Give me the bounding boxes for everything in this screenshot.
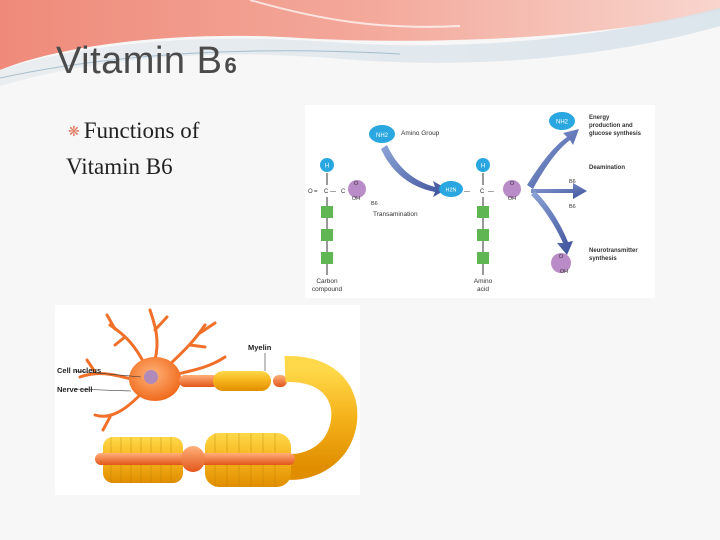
svg-text:glucose synthesis: glucose synthesis [589,131,642,137]
h2n-badge [439,181,463,197]
amino-label-2: acid [477,286,489,293]
svg-text:synthesis: synthesis [589,256,617,262]
energy-arrow [527,129,579,189]
svg-text:B6: B6 [569,204,576,210]
svg-text:—: — [464,189,470,195]
nerve-cell-label: Nerve cell [57,385,92,394]
svg-text:Neurotransmitter: Neurotransmitter [589,248,638,254]
h-atom-left [320,158,334,172]
carboxyl-group-left [348,180,366,198]
deamination-arrow [531,183,587,199]
title-subscript: 6 [224,53,238,78]
transamination-arrow [381,145,447,197]
svg-text:production and: production and [589,123,633,129]
nh2-top-badge [549,112,575,130]
nerve-cell-figure: Cell nucleus Nerve cell Myelin [55,305,360,495]
svg-text:H2N: H2N [445,188,456,194]
svg-text:NH2: NH2 [556,120,569,126]
svg-text:H: H [325,164,329,170]
carboxyl-group-bottom [551,253,571,273]
neurotransmitter-arrow [531,191,573,255]
svg-text:B6: B6 [569,179,576,185]
cell-nucleus-shape [144,370,158,384]
myelin-label: Myelin [248,343,272,352]
bullet-text-line1: Functions of [83,118,200,143]
swirl-bullet-icon: ❋ [68,125,80,140]
b6-metabolism-figure: NH2 Amino Group H O = C — C O OH B6 Tran… [305,105,655,298]
carboxyl-group-right [503,180,521,198]
svg-text:C: C [324,189,329,195]
svg-text:—: — [330,189,336,195]
svg-text:O: O [354,181,359,187]
svg-text:—: — [488,189,494,195]
deamination-label: Deamination [589,165,625,171]
svg-text:O: O [308,189,313,195]
title-text: Vitamin B [56,40,223,82]
h-atom-right [476,158,490,172]
bullet-item: ❋Functions of Vitamin B6 [66,114,288,184]
svg-text:Energy: Energy [589,115,610,121]
myelin-loop [275,356,358,480]
slide-title: Vitamin B6 [56,40,237,83]
svg-text:H: H [481,164,485,170]
amino-group-badge [369,125,395,143]
carbon-label-1: Carbon [316,278,338,285]
svg-text:C: C [341,189,346,195]
svg-text:=: = [314,189,318,195]
svg-text:C: C [480,189,485,195]
carbon-label-2: compound [312,286,343,293]
svg-text:B6: B6 [371,201,378,207]
transamination-label: Transamination [373,211,418,218]
svg-text:OH: OH [560,269,568,275]
svg-text:OH: OH [508,196,516,202]
cell-nucleus-label: Cell nucleus [57,366,101,375]
amino-label-1: Amino [474,278,493,285]
header-swoosh-decoration [0,0,720,86]
nh2-label: NH2 [376,133,389,139]
node-of-ranvier [181,446,205,472]
svg-text:O: O [559,254,564,260]
myelin-segment-1 [213,371,271,391]
bullet-text-line2: Vitamin B6 [66,154,173,179]
amino-group-label: Amino Group [401,130,440,137]
svg-text:OH: OH [352,196,360,202]
svg-text:O: O [510,181,515,187]
